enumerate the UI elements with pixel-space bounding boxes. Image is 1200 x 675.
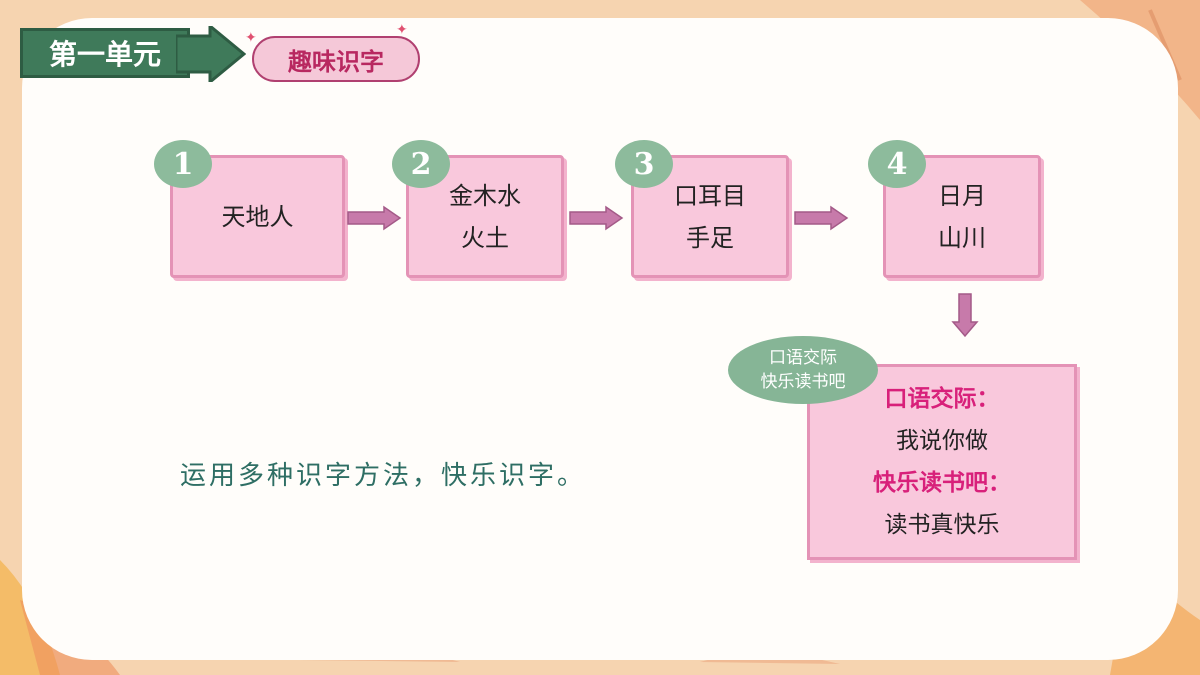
step-number-badge: 3 — [615, 140, 673, 188]
oval-text: 快乐读书吧 — [760, 372, 846, 392]
summary-text: 读书真快乐 — [884, 512, 1000, 538]
step-text: 金木水 — [449, 181, 521, 210]
summary-heading: 口语交际： — [884, 385, 1000, 412]
summary-heading: 快乐读书吧： — [873, 469, 1011, 496]
summary-card: 口语交际： 我说你做 快乐读书吧： 读书真快乐 — [807, 364, 1077, 560]
star-icon: ✦ — [245, 30, 257, 46]
step-text: 手足 — [686, 223, 734, 252]
oval-text: 口语交际 — [769, 348, 837, 368]
step-text: 日月 — [938, 181, 986, 210]
step-text: 天地人 — [221, 202, 294, 231]
content-panel — [22, 18, 1178, 660]
step-number-badge: 2 — [392, 140, 450, 188]
unit-arrow-icon — [176, 26, 246, 82]
down-arrow-icon — [951, 293, 979, 338]
right-arrow-icon — [347, 205, 402, 231]
summary-text: 我说你做 — [896, 428, 988, 454]
step-text: 山川 — [938, 223, 986, 252]
star-icon: ✦ — [396, 22, 408, 38]
unit-title: 第一单元 — [20, 28, 190, 78]
step-number-badge: 4 — [868, 140, 926, 188]
step-text: 火土 — [461, 223, 509, 252]
step-text: 口耳目 — [674, 181, 746, 210]
step-number-badge: 1 — [154, 140, 212, 188]
right-arrow-icon — [794, 205, 849, 231]
topic-oval: 口语交际 快乐读书吧 — [728, 336, 878, 404]
right-arrow-icon — [569, 205, 624, 231]
goal-text: 运用多种识字方法，快乐识字。 — [180, 461, 587, 491]
lesson-title: 趣味识字 — [252, 36, 420, 82]
